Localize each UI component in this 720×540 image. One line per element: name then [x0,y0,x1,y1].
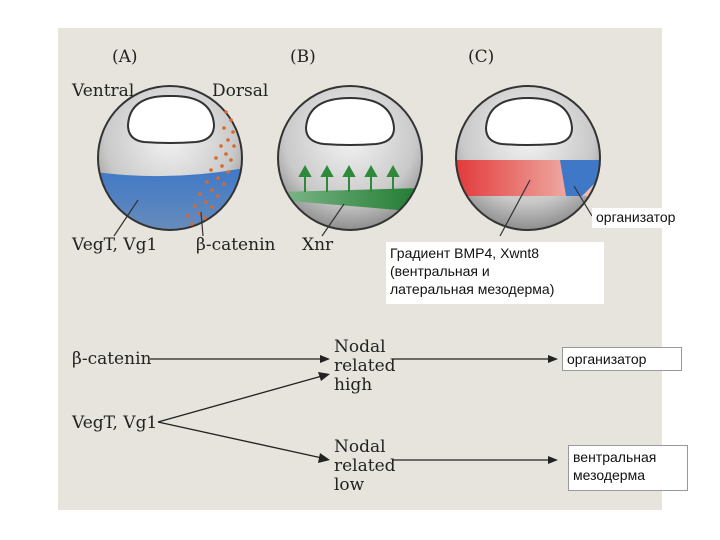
blastocoel-a [126,94,216,144]
nodal-low-line3: low [334,475,365,495]
induction-arrows [298,164,400,192]
organizer-top-label: организатор [592,208,696,228]
nodal-high-line1: Nodal [334,337,386,357]
beta-catenin-dots [186,110,236,226]
gradient-line2: (вентральная и [390,263,490,279]
organizer-flow-text: организатор [567,351,647,367]
xnr-green-band [278,188,422,212]
blastocoel-b [304,96,396,146]
embryo-c [455,85,601,237]
vegt-vg1-label: VegT, Vg1 [71,235,157,255]
flow-arrows [150,355,558,464]
organizer-blue-region [560,160,600,196]
flow-vegt-vg1: VegT, Vg1 [71,413,157,433]
ventral-label: Ventral [71,81,134,101]
panel-c-letter: (C) [468,47,494,67]
nodal-high-line2: related [334,356,396,376]
flow-beta-catenin: β-catenin [72,349,152,369]
ventral-mesoderm-label: вентральная мезодерма [568,445,688,491]
nodal-low-line1: Nodal [334,437,386,457]
dorsal-label: Dorsal [212,81,268,101]
embryo-a [97,85,243,237]
embryo-b [277,85,423,237]
ventral-line2: мезодерма [573,467,645,483]
organizer-top-text: организатор [596,209,676,225]
nodal-low-line2: related [334,456,396,476]
beta-catenin-label: β-catenin [196,235,276,255]
ventral-line1: вентральная [573,449,657,465]
gradient-line1: Градиент BMP4, Xwnt8 [390,245,539,261]
xnr-label: Xnr [302,235,334,255]
gradient-line3: латеральная мезодерма) [390,281,555,297]
blastocoel-c [484,96,574,146]
panel-b-letter: (B) [290,47,316,67]
panel-a-letter: (A) [112,47,138,67]
gradient-label: Градиент BMP4, Xwnt8 (вентральная и лате… [386,242,604,304]
organizer-flow-label: организатор [562,347,682,371]
nodal-high-line3: high [334,375,372,395]
